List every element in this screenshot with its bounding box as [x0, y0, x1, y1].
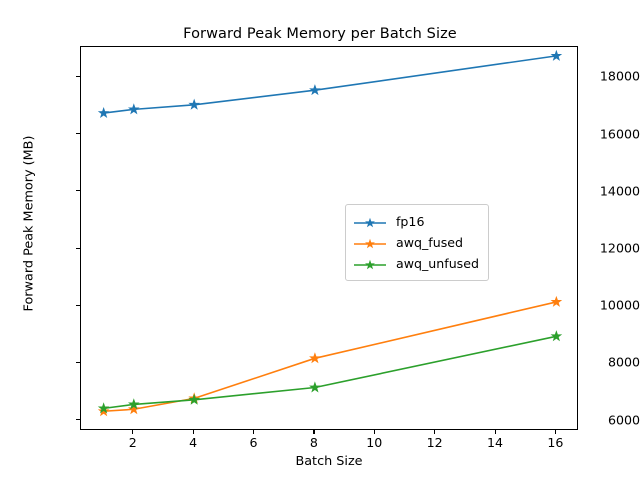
y-tick-mark — [76, 247, 80, 249]
y-tick-label: 10000 — [599, 297, 640, 313]
data-point-marker — [309, 381, 321, 393]
x-tick-label: 2 — [128, 435, 137, 450]
data-point-marker — [127, 398, 140, 410]
x-tick-label: 6 — [249, 435, 258, 450]
y-tick-mark — [76, 133, 80, 135]
y-axis-label: Forward Peak Memory (MB) — [21, 135, 37, 312]
series-line — [102, 55, 558, 114]
x-tick-label: 8 — [309, 435, 318, 450]
x-tick-mark — [373, 430, 375, 434]
legend-label: awq_fused — [396, 235, 464, 250]
x-tick-label: 10 — [366, 435, 383, 450]
series-line — [102, 301, 558, 413]
y-tick-label: 6000 — [607, 412, 640, 428]
data-point-marker — [550, 330, 563, 342]
plot-area — [80, 46, 578, 430]
legend-line-marker-icon — [353, 215, 387, 229]
y-tick-label: 14000 — [599, 183, 640, 199]
series-awq_unfused — [97, 330, 563, 414]
data-point-marker — [309, 352, 321, 364]
chart-legend: fp16 awq_fused awq_unfused — [345, 204, 489, 281]
x-tick-label: 12 — [426, 435, 443, 450]
legend-line-marker-icon — [353, 236, 387, 250]
legend-label: fp16 — [396, 214, 425, 229]
x-tick-mark — [313, 430, 315, 434]
y-tick-mark — [76, 419, 80, 421]
chart-title: Forward Peak Memory per Batch Size — [183, 26, 457, 42]
y-tick-mark — [76, 190, 80, 192]
data-point-marker — [550, 49, 563, 61]
data-point-marker — [97, 106, 110, 119]
data-point-marker — [128, 403, 140, 415]
y-tick-label: 18000 — [599, 68, 640, 84]
x-tick-mark — [253, 430, 255, 434]
series-fp16 — [97, 49, 563, 119]
legend-line-marker-icon — [353, 257, 387, 271]
legend-item-awq_unfused[interactable]: awq_unfused — [353, 253, 479, 274]
data-point-marker — [188, 393, 201, 405]
legend-item-awq_fused[interactable]: awq_fused — [353, 232, 479, 253]
series-line — [102, 335, 558, 410]
x-axis-label: Batch Size — [295, 454, 363, 469]
y-tick-mark — [76, 304, 80, 306]
x-tick-label: 16 — [547, 435, 564, 450]
y-tick-label: 16000 — [599, 126, 640, 142]
x-tick-mark — [132, 430, 134, 434]
x-tick-label: 4 — [189, 435, 198, 450]
y-tick-label: 12000 — [599, 240, 640, 256]
data-point-marker — [127, 103, 140, 115]
series-awq_fused — [97, 295, 563, 417]
x-tick-mark — [192, 430, 194, 434]
y-tick-label: 8000 — [607, 354, 640, 370]
legend-item-fp16[interactable]: fp16 — [353, 211, 479, 232]
data-point-marker — [309, 84, 321, 96]
x-tick-mark — [434, 430, 436, 434]
plot-lines — [97, 49, 563, 417]
legend-label: awq_unfused — [396, 256, 479, 271]
x-tick-mark — [494, 430, 496, 434]
y-tick-mark — [76, 361, 80, 364]
data-point-marker — [97, 402, 110, 414]
x-tick-mark — [554, 430, 556, 434]
data-point-marker — [188, 98, 201, 110]
y-tick-mark — [76, 75, 80, 77]
x-tick-label: 14 — [486, 435, 504, 450]
data-point-marker — [550, 295, 563, 307]
